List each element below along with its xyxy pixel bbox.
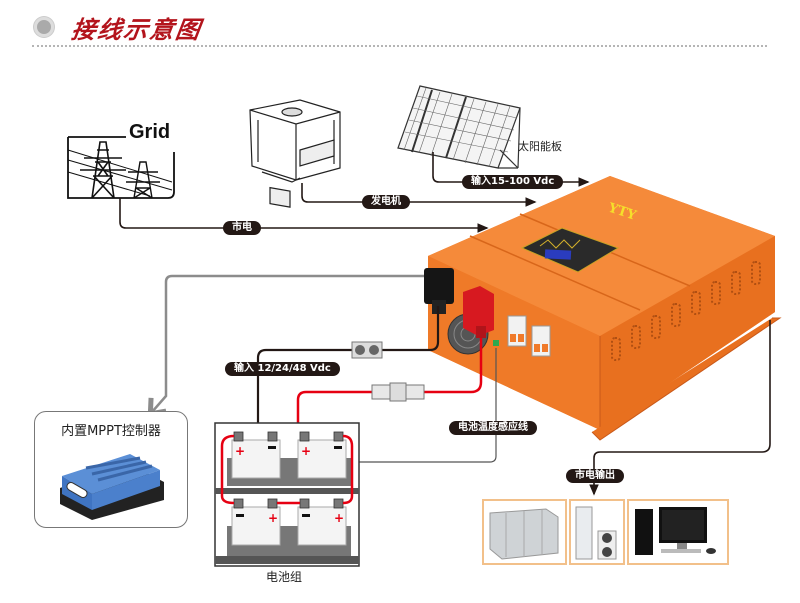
mppt-controller-label: 内置MPPT控制器 bbox=[61, 424, 161, 439]
load-desktop-computer bbox=[627, 499, 729, 565]
solar-input-wire bbox=[432, 152, 590, 187]
positive-terminal-icon: + bbox=[334, 511, 344, 525]
battery-positive-wire bbox=[296, 338, 483, 428]
generator-input-wire bbox=[301, 183, 537, 207]
positive-terminal-icon: + bbox=[235, 444, 245, 458]
air-conditioner-icon bbox=[575, 506, 617, 560]
positive-terminal-icon: + bbox=[301, 444, 311, 458]
grid-input-wire bbox=[119, 198, 489, 233]
generator-label: 发电机 bbox=[362, 195, 410, 209]
battery-negative-wire bbox=[251, 306, 440, 433]
temp-sensor-label: 电池温度感应线 bbox=[449, 421, 537, 435]
inverter-unit: YTY bbox=[424, 176, 782, 441]
mppt-controller-box: 内置MPPT控制器 bbox=[34, 411, 188, 528]
header: 接线示意图 bbox=[34, 12, 204, 44]
solar-input-label: 输入15-100 Vdc bbox=[462, 175, 564, 189]
solar-panel-icon bbox=[397, 85, 521, 169]
header-divider bbox=[32, 45, 767, 47]
battery-bank: + + + + bbox=[214, 422, 360, 567]
solar-panel-label: 太阳能板 bbox=[518, 139, 562, 153]
load-distribution-cabinet bbox=[482, 499, 567, 565]
power-grid-icon bbox=[67, 136, 175, 199]
output-wire bbox=[589, 320, 771, 496]
distribution-cabinet-icon bbox=[489, 508, 559, 560]
radio-bullet-icon bbox=[34, 17, 54, 37]
battery-bank-label: 电池组 bbox=[266, 570, 303, 584]
positive-terminal-icon: + bbox=[268, 511, 278, 525]
mppt-link-wire bbox=[147, 274, 424, 417]
load-air-conditioner bbox=[569, 499, 625, 565]
generator-icon bbox=[249, 99, 341, 208]
grid-output-label: 市电输出 bbox=[566, 469, 624, 483]
battery-input-label: 输入 12/24/48 Vdc bbox=[225, 362, 340, 376]
temp-sensor-wire bbox=[322, 348, 497, 463]
desktop-computer-icon bbox=[635, 507, 716, 555]
grid-line-label: 市电 bbox=[223, 221, 261, 235]
grid-label: Grid bbox=[129, 121, 171, 143]
